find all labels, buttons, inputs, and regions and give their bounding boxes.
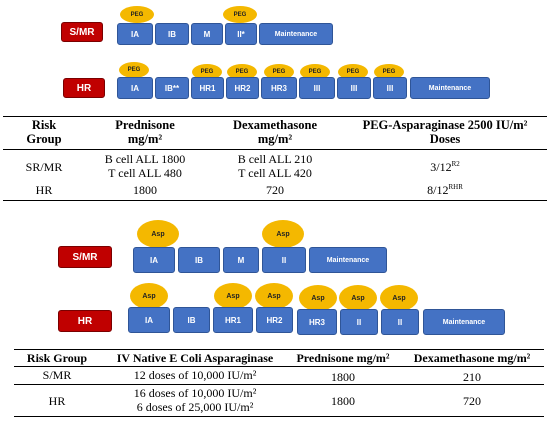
phase-block-maintenance: Maintenance [423, 309, 505, 335]
asp-oval: Asp [255, 283, 293, 309]
header-prednisone: Prednisone mg/m² [296, 351, 390, 365]
table-bottom-rule [3, 200, 547, 201]
phase-block-hr2: HR2 [256, 307, 293, 333]
phase-block-hr1: HR1 [191, 77, 224, 99]
phase-block-ib: IB [155, 23, 189, 45]
phase-block-ib: IB [178, 247, 220, 273]
phase-block-hr1: HR1 [213, 307, 253, 333]
peg-oval: PEG [223, 6, 257, 23]
peg-oval: PEG [119, 62, 149, 78]
phase-block-ii: II* [225, 23, 257, 45]
header-risk-group: Risk Group [26, 351, 88, 365]
asp-oval: Asp [137, 220, 179, 248]
phase-block-hr3: HR3 [261, 77, 297, 99]
phase-block-maintenance: Maintenance [410, 77, 490, 99]
phase-block-m: M [191, 23, 223, 45]
cell-prednisone: 1800 [331, 370, 355, 384]
cell-group: HR [35, 183, 53, 197]
peg-oval: PEG [374, 64, 404, 80]
phase-block-iii: III [373, 77, 407, 99]
risk-label-smr: S/MR [61, 22, 103, 42]
phase-block-iii: III [337, 77, 371, 99]
phase-block-maintenance: Maintenance [309, 247, 387, 273]
asp-oval: Asp [380, 285, 418, 311]
cell-dexamethasone: 210 [463, 370, 481, 384]
phase-block-m: M [223, 247, 259, 273]
phase-block-ia: IA [117, 77, 153, 99]
peg-oval: PEG [338, 64, 368, 80]
table-header-rule [3, 149, 547, 150]
table-header-rule [14, 366, 544, 367]
phase-block-ia: IA [133, 247, 175, 273]
table-row-rule [14, 384, 544, 385]
asp-oval: Asp [130, 283, 168, 309]
cell-group: SR/MR [25, 160, 63, 174]
phase-block-ia: IA [117, 23, 153, 45]
cell-prednisone: 1800 [133, 183, 157, 197]
phase-block-ii: II [262, 247, 306, 273]
phase-block-hr3: HR3 [297, 309, 337, 335]
header-asparaginase: IV Native E Coli Asparaginase [116, 351, 274, 365]
table-top-rule [14, 349, 544, 350]
cell-dexamethasone: 720 [463, 394, 481, 408]
phase-block-ib: IB [173, 307, 210, 333]
asp-oval: Asp [339, 285, 377, 311]
cell-peg-doses: 8/12RHR [427, 183, 463, 197]
cell-group: HR [48, 394, 66, 408]
phase-block-ia: IA [128, 307, 170, 333]
phase-block-iii: III [299, 77, 335, 99]
peg-oval: PEG [264, 64, 294, 80]
phase-block-ib: IB** [155, 77, 189, 99]
peg-oval: PEG [192, 64, 222, 80]
cell-prednisone: 1800 [331, 394, 355, 408]
risk-label-hr: HR [63, 78, 105, 98]
asp-oval: Asp [214, 283, 252, 309]
phase-block-ii: II [381, 309, 419, 335]
cell-asparaginase: 12 doses of 10,000 IU/m² [133, 368, 257, 382]
table-top-rule [3, 116, 547, 117]
peg-oval: PEG [300, 64, 330, 80]
peg-oval: PEG [120, 6, 154, 23]
phase-block-hr2: HR2 [226, 77, 259, 99]
cell-group: S/MR [42, 368, 72, 382]
phase-block-maintenance: Maintenance [259, 23, 333, 45]
risk-label-hr: HR [58, 310, 112, 332]
peg-oval: PEG [227, 64, 257, 80]
table-bottom-rule [14, 416, 544, 417]
cell-dexamethasone: 720 [266, 183, 284, 197]
cell-peg-doses: 3/12R2 [430, 160, 460, 174]
asp-oval: Asp [262, 220, 304, 248]
phase-block-ii: II [340, 309, 378, 335]
header-dexamethasone: Dexamethasone mg/m² [413, 351, 531, 365]
risk-label-smr: S/MR [58, 246, 112, 268]
asp-oval: Asp [299, 285, 337, 311]
